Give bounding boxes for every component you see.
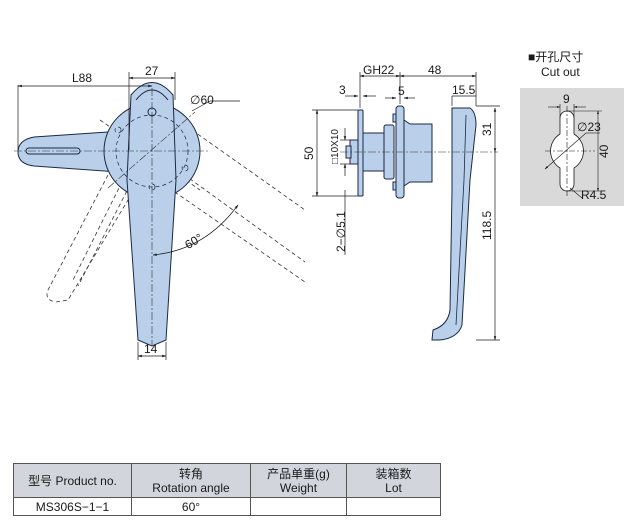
cutout-subtitle: Cut out	[541, 65, 580, 79]
dim-handle-offset: 27	[145, 64, 159, 78]
cutout-title: ■开孔尺寸	[528, 50, 584, 64]
dim-base-diameter: ∅60	[190, 93, 214, 107]
dim-cutout-length: 40	[597, 144, 611, 158]
dim-plate-height: 50	[302, 146, 316, 160]
dim-center-diameter: ∅23	[577, 120, 601, 134]
header-product-no: 型号 Product no.	[13, 463, 132, 498]
cell-product-no: MS306S−1−1	[13, 497, 132, 516]
table-row: MS306S−1−1 60°	[13, 497, 441, 516]
cell-weight	[250, 497, 347, 516]
header-weight: 产品单重(g)Weight	[250, 463, 347, 498]
dim-rotation: 60°	[182, 231, 205, 252]
handle-vertical	[126, 82, 177, 347]
side-view	[345, 105, 477, 341]
side-handle	[431, 107, 477, 341]
dim-handle-width: 14	[144, 342, 158, 356]
dim-slot-width: 9	[563, 92, 570, 106]
body	[403, 119, 433, 187]
cell-lot	[346, 497, 441, 516]
dim-length: L88	[72, 71, 92, 85]
dim-holes: 2−∅5.1	[334, 211, 348, 252]
cell-rotation-angle: 60°	[131, 497, 251, 516]
front-view	[14, 72, 306, 360]
dim-grip: GH22	[363, 63, 395, 77]
mount-plate	[357, 109, 364, 197]
dim-height-total: 118.5	[480, 211, 494, 240]
handle-horizontal	[17, 131, 119, 173]
dim-plate: 3	[339, 83, 346, 97]
dim-square: □10X10	[330, 129, 341, 164]
dim-height-top: 31	[480, 122, 494, 136]
dim-radius: R4.5	[581, 188, 607, 202]
dim-flange: 5	[398, 84, 405, 98]
dim-tip: 15.5	[452, 83, 476, 97]
dim-depth: 48	[428, 63, 442, 77]
